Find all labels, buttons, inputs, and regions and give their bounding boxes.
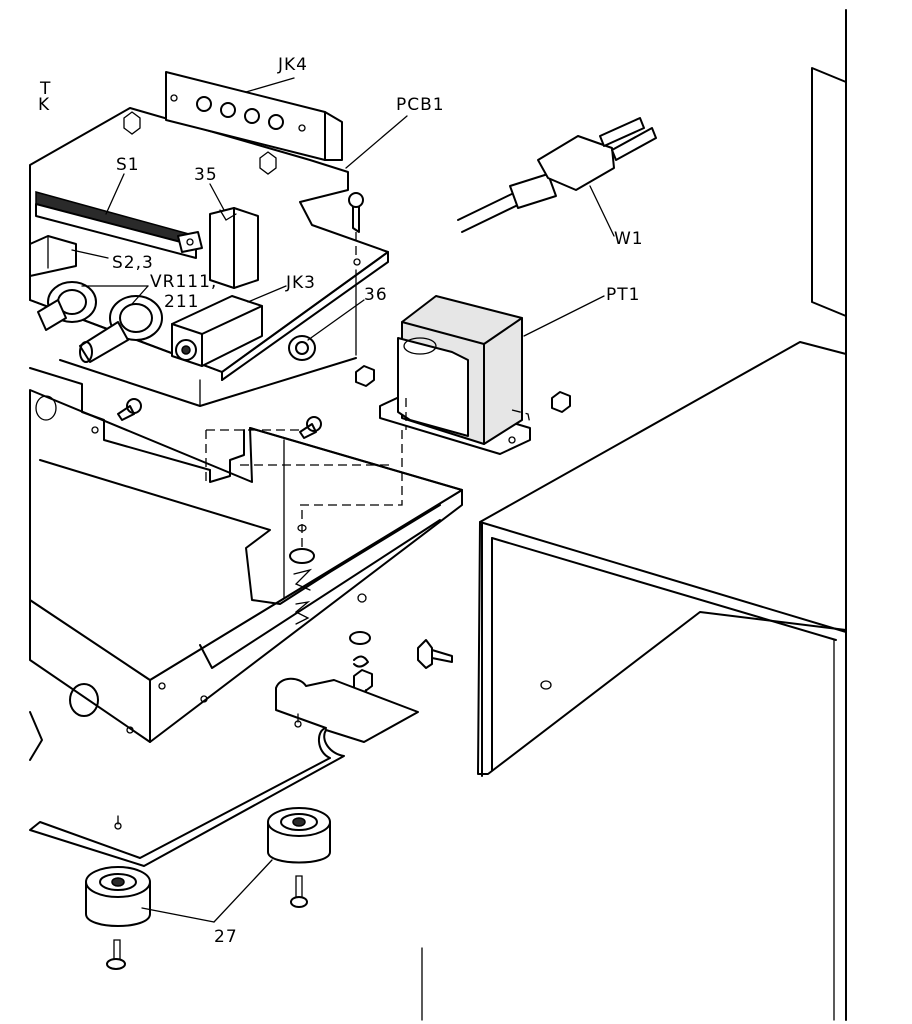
rubber-foot [85, 866, 151, 970]
bottom-plate [29, 677, 419, 867]
label-jk4: JK4 [277, 55, 308, 75]
label-27: 27 [214, 927, 238, 947]
top-cover [477, 341, 847, 777]
label-s2-3: S2,3 [112, 253, 154, 273]
label-vr111: VR111, [150, 272, 217, 292]
part-labels: T K JK4 PCB1 S1 35 S2,3 VR111, 211 JK3 3… [38, 55, 644, 947]
hex-nut [355, 365, 571, 413]
switch-block-s2-s3 [29, 235, 77, 277]
chassis-base [29, 389, 463, 761]
label-36: 36 [364, 285, 388, 305]
slide-switch-s1 [35, 191, 203, 259]
part-36-grommet [288, 335, 316, 361]
label-211: 211 [164, 292, 199, 312]
corner-label-k: K [38, 95, 50, 115]
label-pt1: PT1 [606, 285, 640, 305]
part-35-cover [209, 207, 259, 289]
pcb-mounting-screw [348, 192, 364, 258]
label-s1: S1 [116, 155, 140, 175]
potentiometers-vr111-211 [37, 281, 163, 363]
washer-screw-stack [289, 524, 367, 625]
power-transformer-pt1 [379, 295, 531, 455]
label-w1: W1 [614, 229, 644, 249]
jack-jk3 [171, 295, 263, 367]
label-35: 35 [194, 165, 218, 185]
leader-lines [71, 77, 615, 923]
label-pcb1: PCB1 [396, 95, 445, 115]
rear-bracket [29, 367, 245, 483]
assembly-guide-lines [117, 398, 403, 599]
label-jk3: JK3 [285, 273, 316, 293]
jack-panel-jk4 [123, 71, 343, 175]
rubber-foot [267, 807, 331, 908]
corner-label-t: T [39, 79, 51, 99]
side-screw [349, 631, 453, 701]
power-cord-w1 [457, 117, 657, 233]
